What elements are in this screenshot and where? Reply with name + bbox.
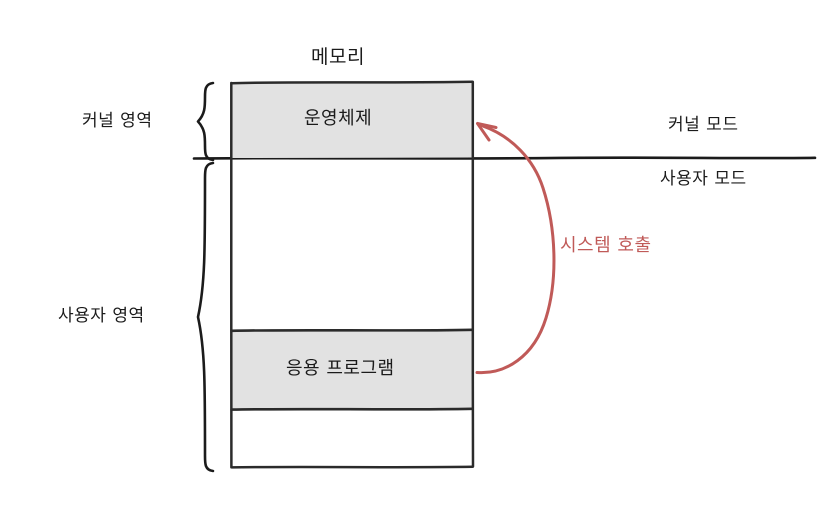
kernel-area-brace [196,81,215,162]
application-program-segment-fill [231,329,473,410]
memory-block-outline [230,80,474,85]
kernel-mode-label: 커널 모드 [668,115,739,135]
application-program-label: 응용 프로그램 [286,358,395,379]
operating-system-segment-fill [231,82,473,158]
system-call-arrow-curve [475,124,556,375]
kernel-area-label: 커널 영역 [82,111,153,131]
application-segment-bottom-divider [230,407,474,411]
system-call-arrowhead [476,122,498,142]
user-mode-label: 사용자 모드 [660,169,747,189]
diagram-title: 메모리 [311,46,365,68]
user-area-label: 사용자 영역 [58,306,145,326]
application-segment-top-divider [230,328,474,333]
user-area-brace [196,161,215,473]
mode-divider-line [192,156,817,160]
operating-system-label: 운영체제 [304,108,373,129]
memory-block-outline-bottom [230,465,474,469]
system-call-annotation-label: 시스템 호출 [560,235,652,256]
